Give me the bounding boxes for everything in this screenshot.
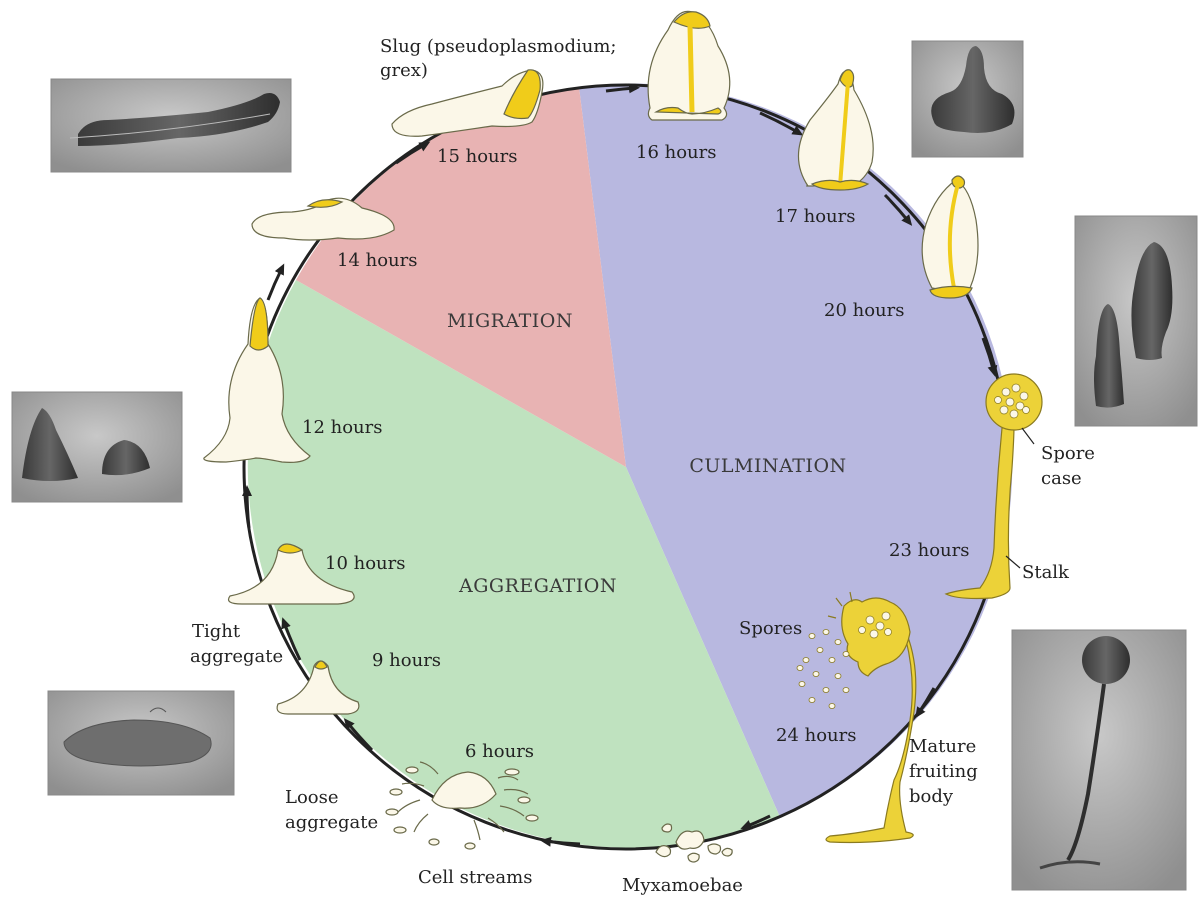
time-23h: 23 hours: [889, 540, 970, 561]
tight-aggregate-line1: Tight: [192, 621, 241, 642]
myxamoebae-label: Myxamoebae: [622, 875, 743, 896]
mature-fruiting-line1: Mature: [909, 736, 976, 757]
loose-aggregate-line2: aggregate: [285, 812, 378, 833]
time-20h: 20 hours: [824, 300, 905, 321]
slug-label-line2: grex): [380, 60, 428, 81]
arrow-10-12: [247, 490, 249, 528]
time-12h: 12 hours: [302, 417, 383, 438]
spores-label: Spores: [739, 618, 802, 639]
time-10h: 10 hours: [325, 553, 406, 574]
loose-aggregate-line1: Loose: [285, 787, 339, 808]
phase-label-aggregation: AGGREGATION: [458, 575, 617, 597]
time-9h: 9 hours: [372, 650, 441, 671]
spore-case-leader: [1022, 428, 1034, 444]
slug-label-line1: Slug (pseudoplasmodium;: [380, 36, 616, 57]
time-14h: 14 hours: [337, 250, 418, 271]
tight-aggregate-line2: aggregate: [190, 646, 283, 667]
mature-fruiting-line3: body: [909, 786, 954, 807]
cell-streams-label: Cell streams: [418, 867, 532, 888]
micrograph-culminant: [912, 41, 1023, 157]
stalk-label: Stalk: [1022, 562, 1070, 583]
time-15h: 15 hours: [437, 146, 518, 167]
phase-label-migration: MIGRATION: [447, 310, 573, 332]
stage-17h-drawing: [798, 70, 873, 190]
arrow-12-14: [268, 268, 282, 300]
time-6h: 6 hours: [465, 741, 534, 762]
micrograph-tipped-mound: [12, 392, 182, 502]
micrograph-fingers: [1075, 216, 1197, 426]
phase-label-culmination: CULMINATION: [689, 455, 846, 477]
micrograph-loose-aggregate: [48, 691, 234, 795]
time-24h: 24 hours: [776, 725, 857, 746]
spore-case-line2: case: [1041, 468, 1082, 489]
stage-20h-drawing: [922, 176, 978, 298]
time-16h: 16 hours: [636, 142, 717, 163]
micrograph-slug: [51, 79, 291, 172]
mature-fruiting-line2: fruiting: [909, 761, 978, 782]
spore-case-line1: Spore: [1041, 443, 1095, 464]
stage-16h-drawing: [648, 11, 730, 120]
micrograph-fruiting-body: [1012, 630, 1186, 890]
time-17h: 17 hours: [775, 206, 856, 227]
